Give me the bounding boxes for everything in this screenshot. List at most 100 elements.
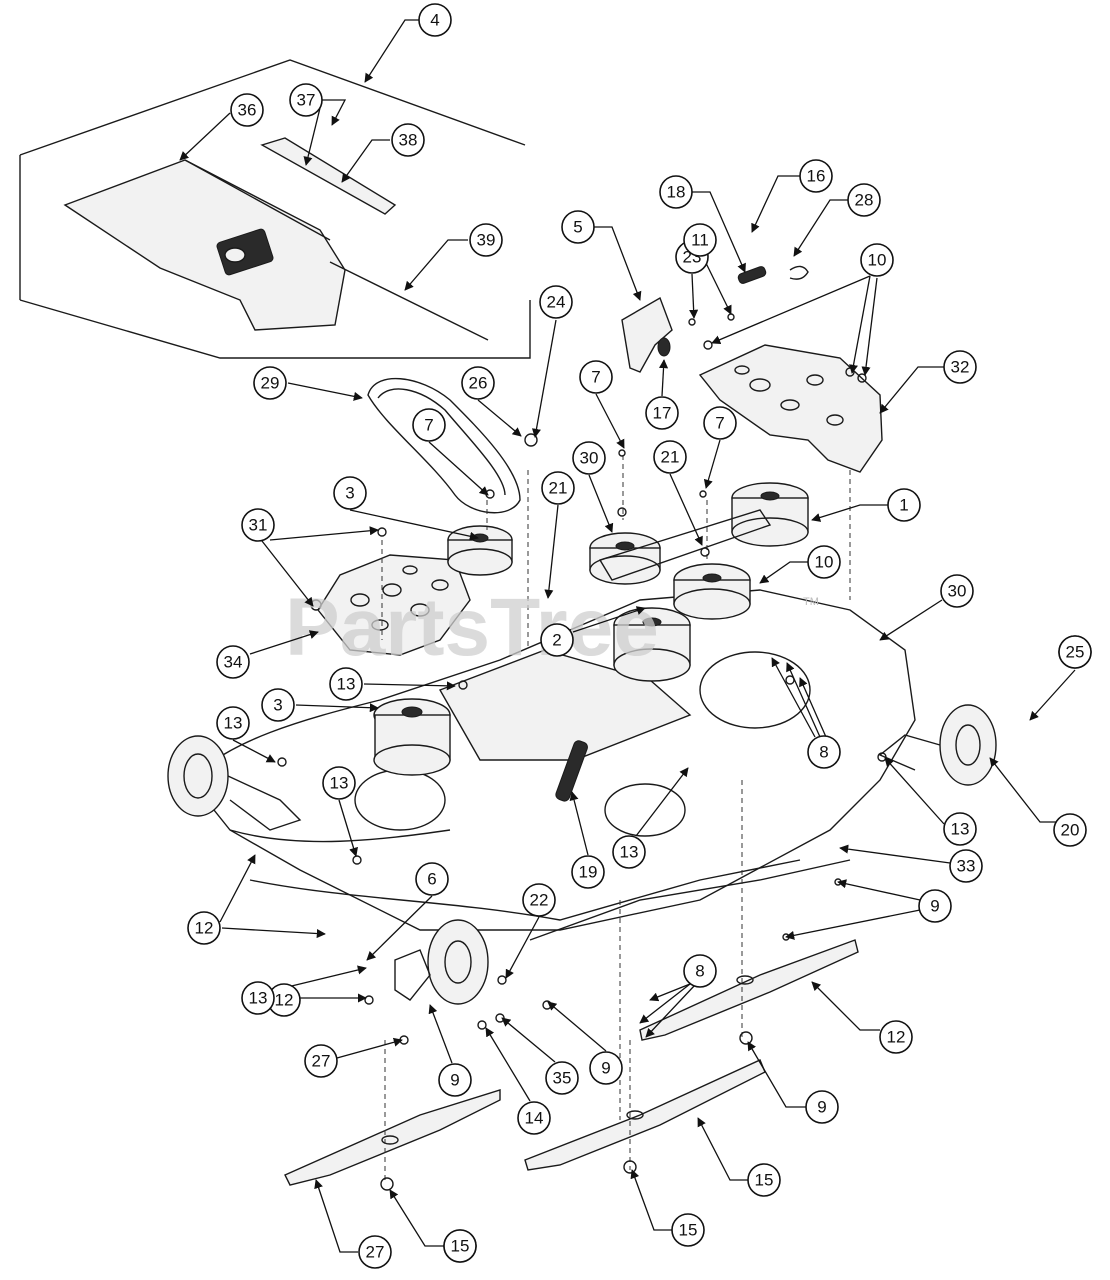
gauge-wheel-right [878, 704, 997, 786]
callout-number: 18 [667, 183, 686, 202]
callout-number: 38 [399, 131, 418, 150]
belt-shield-right [698, 344, 883, 473]
callout-31: 31 [241, 508, 275, 542]
callout-circle [539, 285, 573, 319]
callout-number: 27 [312, 1052, 331, 1071]
callout-number: 15 [679, 1221, 698, 1240]
callout-number: 8 [695, 962, 704, 981]
callout-circle [329, 667, 363, 701]
leader-line-9-55-0 [747, 1041, 806, 1108]
callout-3: 3 [261, 688, 295, 722]
callout-circle [860, 243, 894, 277]
watermark-trademark: TM [803, 596, 819, 608]
callout-circle [943, 350, 977, 384]
leader-line-9-45-1 [785, 909, 921, 940]
leader-line-8-35-2 [799, 677, 827, 738]
blade-center [524, 1059, 766, 1171]
callout-number: 13 [224, 714, 243, 733]
callout-number: 37 [297, 91, 316, 110]
callout-number: 32 [951, 358, 970, 377]
callout-27: 27 [358, 1235, 392, 1269]
callout-circle [645, 396, 679, 430]
belt-shield-left [317, 554, 471, 656]
leader-line-5-5-0 [592, 226, 642, 301]
callout-circle [1053, 813, 1087, 847]
leader-line-23-9-0 [689, 273, 699, 319]
callout-number: 21 [661, 448, 680, 467]
idler-bracket-assembly [621, 265, 809, 373]
callout-30: 30 [940, 574, 974, 608]
callout-12: 12 [267, 983, 301, 1017]
callout-circle [391, 123, 425, 157]
callout-7: 7 [412, 408, 446, 442]
callout-2: 2 [540, 623, 574, 657]
callout-21: 21 [653, 440, 687, 474]
callout-number: 9 [601, 1059, 610, 1078]
leader-line-11-10-0 [702, 256, 732, 315]
callout-number: 9 [817, 1098, 826, 1117]
callout-circle [541, 471, 575, 505]
callout-15: 15 [671, 1213, 705, 1247]
callout-circle [469, 223, 503, 257]
callout-circle [807, 545, 841, 579]
callout-circle [304, 1044, 338, 1078]
callout-number: 31 [249, 516, 268, 535]
callout-11: 11 [683, 223, 717, 257]
callout-19: 19 [571, 855, 605, 889]
callout-number: 14 [525, 1109, 544, 1128]
callout-number: 21 [549, 479, 568, 498]
leader-line-38-3-0 [341, 139, 390, 183]
callout-18: 18 [659, 175, 693, 209]
leader-line-7-18-0 [428, 441, 489, 496]
callout-number: 36 [238, 101, 257, 120]
callout-14: 14 [517, 1101, 551, 1135]
leader-line-27-57-0 [314, 1179, 358, 1253]
callout-number: 30 [580, 449, 599, 468]
callout-25: 25 [1058, 635, 1092, 669]
callout-number: 9 [930, 897, 939, 916]
spindle-pulley-right [731, 482, 809, 547]
callout-number: 13 [330, 774, 349, 793]
leader-line-31-25-1 [261, 540, 314, 607]
callout-circle [949, 849, 983, 883]
callout-28: 28 [847, 183, 881, 217]
callout-13: 13 [943, 812, 977, 846]
leader-line-2-28-0 [572, 606, 646, 633]
callout-number: 12 [275, 991, 294, 1010]
callout-3: 3 [333, 476, 367, 510]
callout-circle [289, 83, 323, 117]
callout-13: 13 [329, 667, 363, 701]
callout-20: 20 [1053, 813, 1087, 847]
callout-number: 30 [948, 582, 967, 601]
callout-circle [589, 1051, 623, 1085]
callout-12: 12 [187, 911, 221, 945]
callout-number: 19 [579, 863, 598, 882]
leader-line-30-20-0 [588, 474, 614, 533]
callout-22: 22 [522, 883, 556, 917]
leader-line-12-49-0 [811, 981, 880, 1031]
leader-line-12-42-1 [221, 927, 326, 939]
leader-line-19-37-0 [569, 791, 589, 856]
leader-line-16-7-0 [751, 175, 800, 233]
callout-circle [612, 835, 646, 869]
callout-17: 17 [645, 396, 679, 430]
callout-1: 1 [887, 488, 921, 522]
callout-circle [333, 476, 367, 510]
callout-number: 10 [815, 553, 834, 572]
callout-10: 10 [807, 545, 841, 579]
callout-circle [918, 889, 952, 923]
drive-belt [367, 377, 521, 514]
callout-circle [187, 911, 221, 945]
leader-line-3-24-0 [349, 509, 479, 541]
callout-number: 20 [1061, 821, 1080, 840]
callout-circle [683, 954, 717, 988]
leader-line-15-56-0 [697, 1117, 748, 1181]
leader-line-13-29-0 [1029, 669, 1076, 721]
callout-circle [241, 508, 275, 542]
leader-line-27-58-0 [389, 1189, 444, 1247]
leader-line-8-47-1 [639, 983, 691, 1024]
callout-circle [461, 366, 495, 400]
idler-pulley-31 [447, 525, 513, 576]
callout-number: 34 [224, 653, 243, 672]
callout-number: 4 [430, 11, 439, 30]
